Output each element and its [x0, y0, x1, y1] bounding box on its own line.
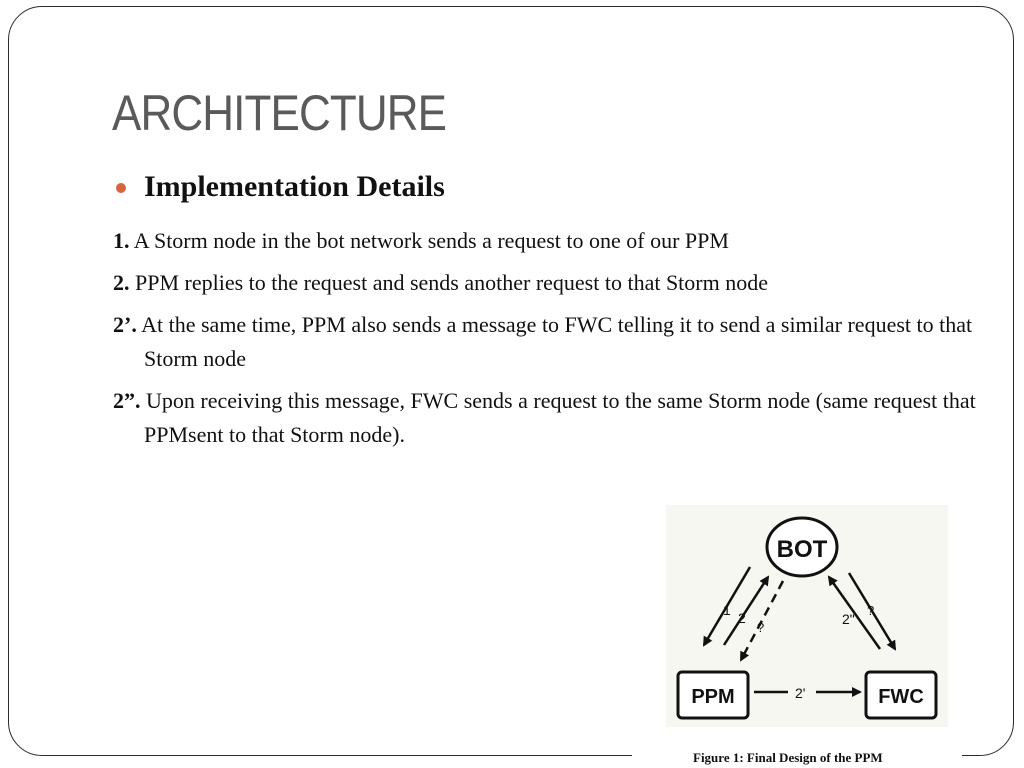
fwc-node	[864, 670, 938, 720]
steps-list: 1. A Storm node in the bot network sends…	[113, 224, 983, 460]
fwc-node-label: FWC	[878, 686, 924, 708]
ppm-node-label: PPM	[691, 686, 734, 708]
figure-caption: Figure 1: Final Design of the PPM	[693, 750, 883, 765]
caption-background	[632, 748, 962, 768]
bot-node	[765, 516, 839, 578]
step-number: 2”.	[113, 388, 141, 413]
edge-label-question-left: ?	[757, 620, 764, 635]
step-1: 1. A Storm node in the bot network sends…	[113, 224, 983, 258]
step-number: 2.	[113, 270, 130, 295]
step-text: At the same time, PPM also sends a messa…	[136, 312, 973, 371]
step-2: 2. PPM replies to the request and sends …	[113, 266, 983, 300]
step-text: A Storm node in the bot network sends a …	[129, 228, 729, 253]
step-text: PPM replies to the request and sends ano…	[129, 270, 768, 295]
step-text: Upon receiving this message, FWC sends a…	[140, 388, 976, 447]
slide-title: ARCHITECTURE	[112, 85, 447, 141]
diagram-svg: BOT PPM FWC 1 2 ? 2" ? 2'	[676, 516, 938, 720]
arrow-2-double-prime	[827, 575, 882, 650]
arrow-2	[722, 575, 770, 646]
ppm-node	[676, 670, 750, 720]
step-number: 2’.	[113, 312, 137, 337]
edge-label-2-double-prime: 2"	[842, 611, 855, 627]
bot-node-label: BOT	[777, 536, 828, 563]
step-number: 1.	[113, 228, 130, 253]
bullet-implementation-details: Implementation Details	[116, 170, 445, 204]
step-2-prime: 2’. At the same time, PPM also sends a m…	[113, 308, 983, 376]
bullet-text: Implementation Details	[144, 170, 445, 203]
edge-label-question-right: ?	[867, 603, 874, 618]
arrow-question-right	[847, 572, 897, 651]
bullet-dot-icon	[116, 183, 126, 193]
edge-label-2-prime: 2'	[795, 685, 805, 701]
arrow-1	[702, 566, 752, 647]
edge-label-1: 1	[723, 602, 731, 618]
edge-label-2: 2	[738, 610, 746, 626]
architecture-diagram: BOT PPM FWC 1 2 ? 2" ? 2'	[666, 505, 948, 727]
step-2-double-prime: 2”. Upon receiving this message, FWC sen…	[113, 384, 983, 452]
